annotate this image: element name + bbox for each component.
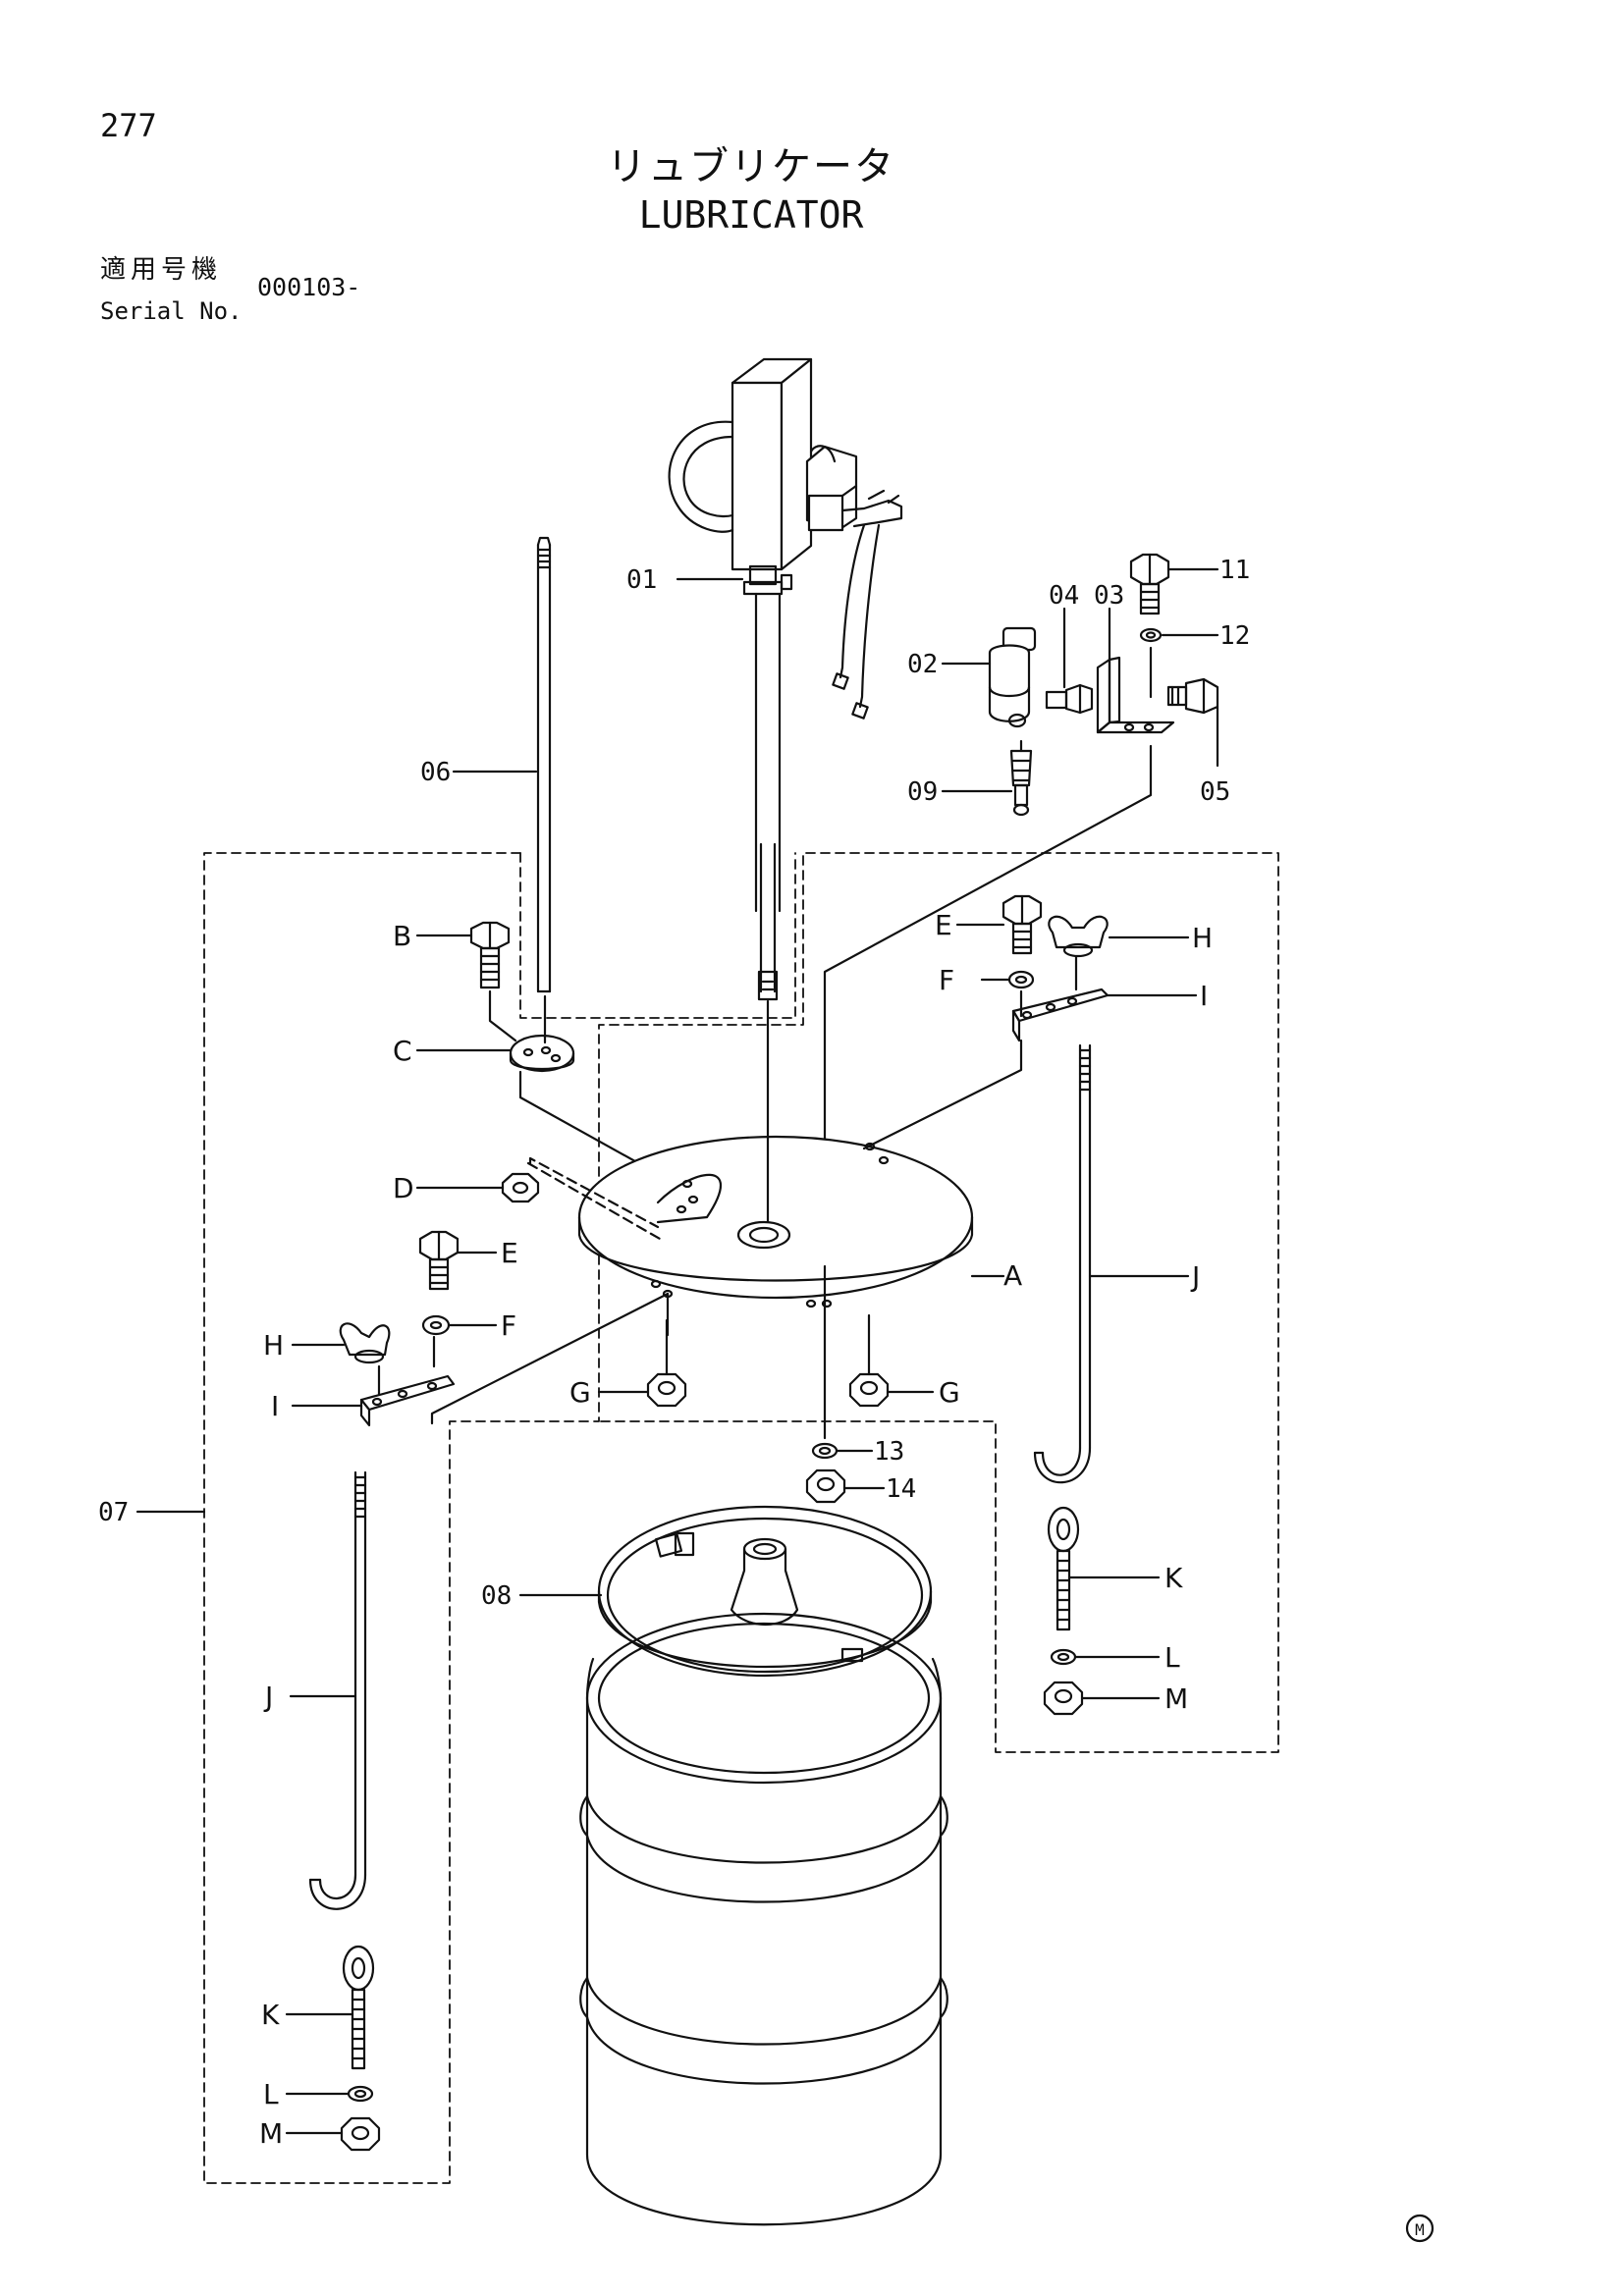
rod-06 <box>536 536 552 993</box>
callout-01: 01 <box>626 565 657 595</box>
callout-D: D <box>393 1172 414 1204</box>
bolt-E-left <box>418 1230 460 1291</box>
nut-G-right <box>848 1372 890 1408</box>
washer-F-left <box>421 1314 451 1336</box>
nut-M-left <box>340 2116 381 2152</box>
callout-07: 07 <box>98 1498 129 1527</box>
switch-02 <box>988 626 1037 728</box>
callout-03: 03 <box>1094 581 1124 611</box>
bracket-I-right <box>1011 988 1110 1042</box>
callout-09: 09 <box>907 777 938 807</box>
callout-14: 14 <box>886 1474 916 1504</box>
elbow-fitting-04 <box>1045 683 1094 715</box>
washer-12 <box>1139 627 1163 643</box>
callout-K-right: K <box>1164 1562 1183 1594</box>
wing-nut-H-left <box>339 1322 391 1364</box>
pump-assembly-01 <box>668 357 903 1001</box>
callout-H-right: H <box>1192 922 1213 954</box>
callout-B: B <box>393 920 411 952</box>
bolt-B <box>469 921 511 989</box>
wing-nut-H-right <box>1048 915 1109 958</box>
callout-J-right: J <box>1190 1260 1200 1293</box>
callout-G-left: G <box>569 1376 591 1409</box>
callout-M-left: M <box>259 2117 283 2150</box>
callout-F-right: F <box>939 964 954 996</box>
washer-F-right <box>1007 970 1035 989</box>
drum-lid-08 <box>597 1505 933 1678</box>
nut-14 <box>805 1468 846 1504</box>
callout-13: 13 <box>874 1437 904 1467</box>
callout-12: 12 <box>1219 621 1250 651</box>
callout-04: 04 <box>1049 581 1079 611</box>
callout-L-left: L <box>263 2078 279 2110</box>
callout-H-left: H <box>263 1329 284 1362</box>
nut-M-right <box>1043 1681 1084 1716</box>
nut-D <box>501 1172 540 1203</box>
drum-body <box>579 1612 948 2226</box>
bracket-03 <box>1096 656 1175 734</box>
eye-bolt-K-right <box>1047 1506 1080 1631</box>
bolt-11 <box>1129 553 1170 615</box>
callout-06: 06 <box>420 758 451 787</box>
eye-bolt-K-left <box>342 1945 375 2070</box>
manufacturer-mark: M <box>1415 2220 1425 2239</box>
callout-02: 02 <box>907 650 938 679</box>
nut-G-left <box>646 1372 687 1408</box>
spring-washer-L-left <box>347 2085 374 2103</box>
callout-I-right: I <box>1200 980 1208 1012</box>
callout-F-left: F <box>501 1309 516 1342</box>
serial-label-english: Serial No. <box>100 297 243 325</box>
callout-08: 08 <box>481 1581 512 1611</box>
bracket-I-left <box>359 1374 456 1427</box>
j-hook-J-left <box>308 1470 367 1910</box>
title-english: LUBRICATOR <box>638 193 864 237</box>
serial-label-japanese: 適用号機 <box>100 255 223 285</box>
callout-J-left: J <box>263 1681 273 1713</box>
plate-C <box>509 1034 575 1073</box>
assembly-group-07-outline <box>203 852 1279 2184</box>
callout-E-right: E <box>935 909 952 941</box>
callout-I-left: I <box>271 1390 279 1422</box>
callout-L-right: L <box>1164 1641 1180 1674</box>
title-japanese: リュブリケータ <box>607 144 895 189</box>
bolt-05 <box>1166 677 1219 715</box>
j-hook-J-right <box>1033 1043 1092 1484</box>
callout-K-left: K <box>261 1999 280 2031</box>
callout-05: 05 <box>1200 777 1230 807</box>
callout-A: A <box>1003 1259 1022 1292</box>
serial-number-value: 000103- <box>257 273 361 301</box>
spring-washer-L-right <box>1050 1648 1077 1666</box>
fitting-09 <box>1009 739 1033 817</box>
callout-C: C <box>393 1035 412 1067</box>
manufacturer-mark-circle <box>1405 2214 1435 2243</box>
callout-M-right: M <box>1164 1682 1188 1715</box>
page-number: 277 <box>100 107 157 144</box>
callout-11: 11 <box>1219 556 1250 585</box>
callout-G-right: G <box>939 1376 960 1409</box>
washer-13 <box>811 1442 839 1460</box>
bolt-E-right <box>1001 894 1043 955</box>
callout-E-left: E <box>501 1237 518 1269</box>
drum-cover-A <box>577 1135 974 1308</box>
